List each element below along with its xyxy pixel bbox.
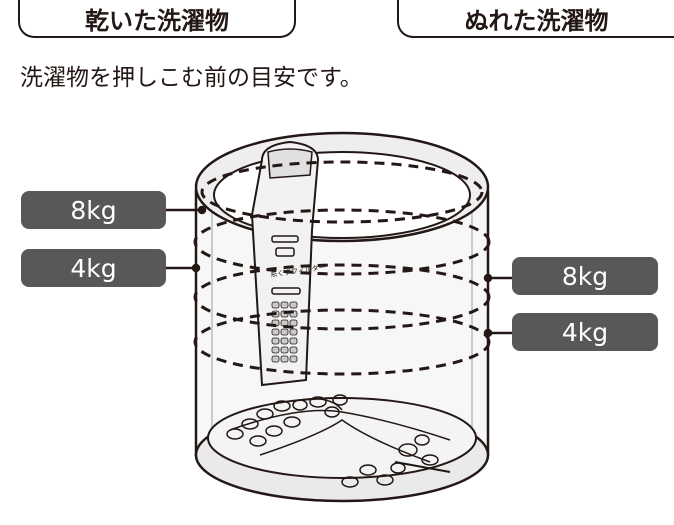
tab-wet-laundry: ぬれた洗濯物 xyxy=(397,0,674,38)
guide-subtitle: 洗濯物を押しこむ前の目安です。 xyxy=(20,65,363,91)
right-label-4kg: 4kg xyxy=(512,313,658,351)
left-label-4kg: 4kg xyxy=(21,249,166,287)
level-dry-4kg xyxy=(193,208,491,276)
right-label-8kg: 8kg xyxy=(512,257,658,295)
level-wet-8kg xyxy=(193,263,491,331)
left-label-8kg: 8kg xyxy=(21,191,166,229)
level-dry-8kg xyxy=(200,160,484,224)
level-wet-4kg xyxy=(193,308,491,376)
pulsator xyxy=(207,397,477,479)
tab-dry-laundry: 乾いた洗濯物 xyxy=(18,0,296,38)
pulsator-holes xyxy=(226,394,439,488)
